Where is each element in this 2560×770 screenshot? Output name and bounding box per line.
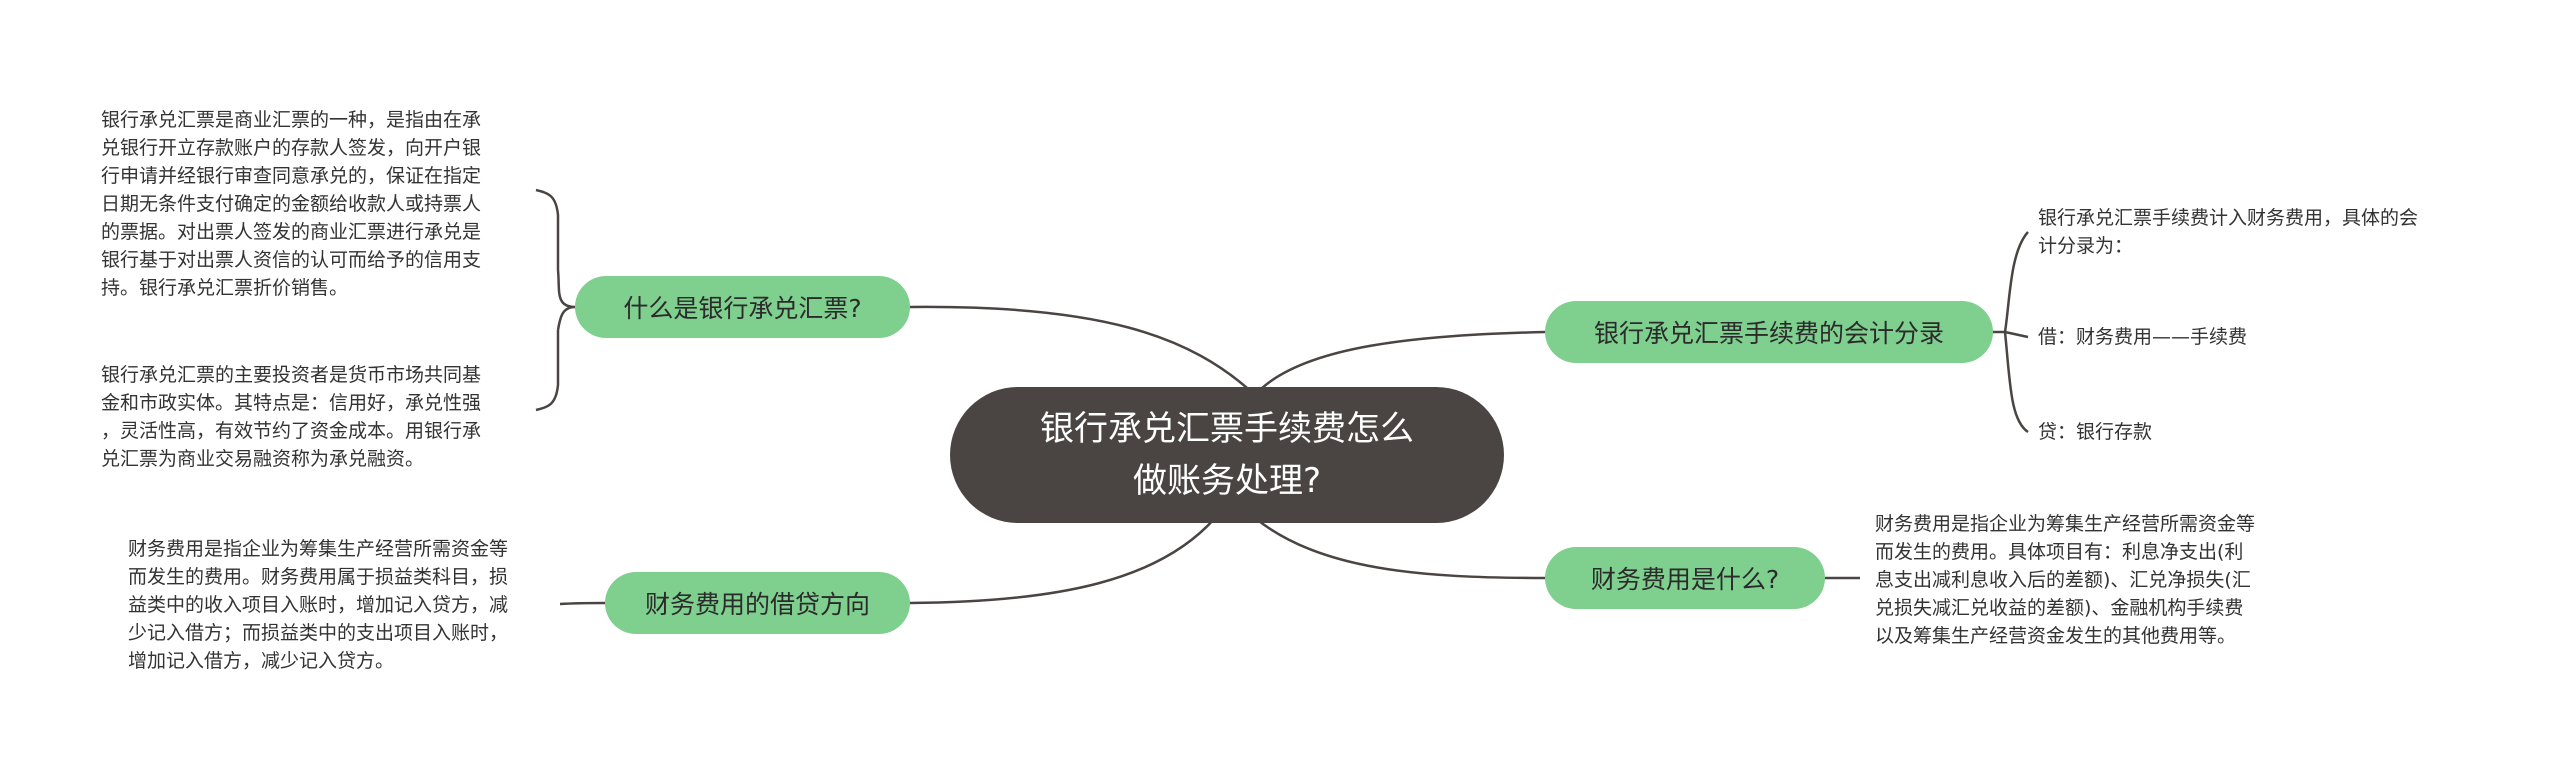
branch-what-is[interactable]: 什么是银行承兑汇票? [575,276,910,338]
link-center-entry [1254,330,1546,396]
branch-what-is-label: 什么是银行承兑汇票? [623,294,862,323]
note-what-is-investors: 银行承兑汇票的主要投资者是货币市场共同基 金和市政实体。其特点是：信用好，承兑性… [101,364,482,470]
note-entry-intro: 银行承兑汇票手续费计入财务费用，具体的会 计分录为： [2038,207,2419,257]
branch-what-is-financial-expense-label: 财务费用是什么? [1590,565,1780,594]
branch-what-is-financial-expense[interactable]: 财务费用是什么? [1545,547,1825,609]
branch-accounting-entry[interactable]: 银行承兑汇票手续费的会计分录 [1545,301,1993,363]
central-topic[interactable]: 银行承兑汇票手续费怎么 做账务处理? [950,387,1504,523]
bracket-what-is [535,188,576,412]
bracket-entry [1993,231,2029,434]
note-entry-debit: 借：财务费用——手续费 [2038,326,2248,348]
branch-accounting-entry-label: 银行承兑汇票手续费的会计分录 [1593,319,1944,348]
branch-debit-credit-direction-label: 财务费用的借贷方向 [644,590,870,619]
note-financial-expense: 财务费用是指企业为筹集生产经营所需资金等 而发生的费用。具体项目有：利息净支出(… [1875,513,2256,647]
note-entry-credit: 贷：银行存款 [2038,421,2153,443]
link-center-what-is [909,305,1256,396]
note-direction: 财务费用是指企业为筹集生产经营所需资金等 而发生的费用。财务费用属于损益类科目，… [128,538,509,672]
note-what-is-definition: 银行承兑汇票是商业汇票的一种，是指由在承 兑银行开立存款账户的存款人签发，向开户… [101,109,482,299]
branch-debit-credit-direction[interactable]: 财务费用的借贷方向 [605,572,910,634]
central-topic-line1: 银行承兑汇票手续费怎么 [1040,409,1414,449]
central-topic-line2: 做账务处理? [1132,461,1322,501]
bracket-direction [559,601,606,606]
link-center-direction [909,517,1216,605]
link-center-what-expense [1254,517,1546,580]
